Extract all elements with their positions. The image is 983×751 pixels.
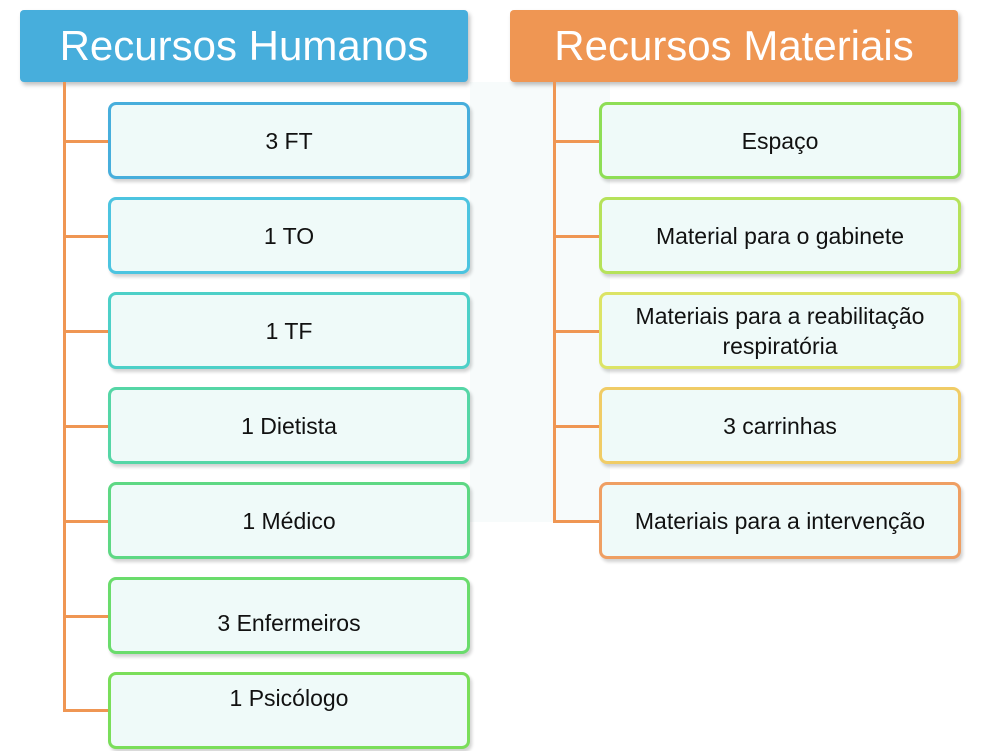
right-branch-line: [553, 425, 599, 428]
right-branch-line: [553, 330, 599, 333]
node-label: 3 carrinhas: [723, 412, 837, 439]
left-trunk-line: [63, 82, 66, 711]
background-panel: [470, 82, 610, 522]
node-1-medico: 1 Médico: [108, 482, 470, 559]
node-label: 1 TO: [263, 222, 315, 249]
node-materiais-reabilitacao: Materiais para a reabilitação respiratór…: [599, 292, 961, 369]
node-1-dietista: 1 Dietista: [108, 387, 470, 464]
node-3-enfermeiros: 3 Enfermeiros: [108, 577, 470, 654]
node-label: 1 Dietista: [241, 412, 337, 439]
left-branch-line: [63, 709, 108, 712]
node-3-carrinhas: 3 carrinhas: [599, 387, 961, 464]
node-label: 1 TF: [265, 317, 313, 344]
node-label: 3 FT: [265, 127, 313, 154]
node-label: Materiais para a intervenção: [634, 507, 926, 534]
header-recursos-humanos: Recursos Humanos: [20, 10, 468, 82]
node-label: Materiais para a reabilitação respiratór…: [635, 302, 925, 359]
node-material-gabinete: Material para o gabinete: [599, 197, 961, 274]
left-branch-line: [63, 425, 108, 428]
node-label: 1 Médico: [242, 507, 336, 534]
node-3-ft: 3 FT: [108, 102, 470, 179]
left-branch-line: [63, 615, 108, 618]
right-branch-line: [553, 520, 599, 523]
right-branch-line: [553, 140, 599, 143]
node-1-to: 1 TO: [108, 197, 470, 274]
node-label: 1 Psicólogo: [229, 685, 349, 711]
left-branch-line: [63, 140, 108, 143]
left-branch-line: [63, 235, 108, 238]
node-1-psicologo: 1 Psicólogo: [108, 672, 470, 749]
node-materiais-intervencao: Materiais para a intervenção: [599, 482, 961, 559]
right-trunk-line: [553, 82, 556, 522]
node-label: Espaço: [741, 127, 819, 154]
header-recursos-materiais: Recursos Materiais: [510, 10, 958, 82]
node-label: 3 Enfermeiros: [217, 609, 361, 636]
left-branch-line: [63, 520, 108, 523]
left-branch-line: [63, 330, 108, 333]
right-branch-line: [553, 235, 599, 238]
node-label: Material para o gabinete: [655, 222, 905, 249]
node-espaco: Espaço: [599, 102, 961, 179]
node-1-tf: 1 TF: [108, 292, 470, 369]
